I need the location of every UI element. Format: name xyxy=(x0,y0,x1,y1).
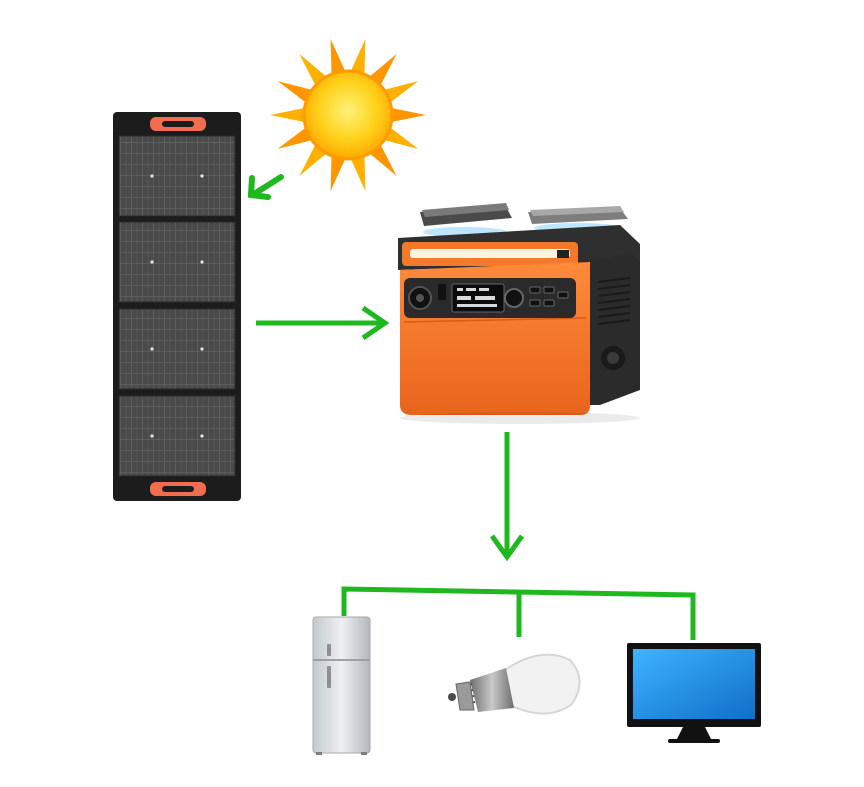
panel-rivet xyxy=(150,434,154,438)
flow-arrow-panel-to-station xyxy=(256,305,390,341)
flow-arrow-sun-to-panel xyxy=(247,174,284,200)
refrigerator-icon xyxy=(312,616,371,755)
solar-cell-section xyxy=(118,308,236,390)
sun-ray xyxy=(277,81,312,103)
vent-slot xyxy=(597,291,631,297)
sun-ray xyxy=(330,38,346,75)
light-bulb-icon xyxy=(448,653,581,715)
vent-slot xyxy=(597,319,631,325)
sun-ray xyxy=(299,54,327,86)
sun-ray xyxy=(299,144,327,176)
panel-rivet xyxy=(150,260,154,264)
panel-rivet xyxy=(200,434,204,438)
sun-ray xyxy=(350,38,366,75)
solar-cell-section xyxy=(118,135,236,217)
sun-ray xyxy=(350,155,366,192)
sun-ray xyxy=(369,54,397,86)
sun-ray xyxy=(384,81,419,103)
vent-slot xyxy=(597,277,631,283)
sun-ray xyxy=(369,144,397,176)
panel-rivet xyxy=(150,347,154,351)
sun-ray xyxy=(391,107,426,123)
portable-power-station-icon xyxy=(398,203,640,424)
solar-cell-section xyxy=(118,221,236,303)
sun-icon xyxy=(270,38,426,192)
vent-slot xyxy=(597,284,631,290)
monitor-icon xyxy=(627,643,761,743)
phone-icon xyxy=(420,203,628,237)
distribution-bus xyxy=(341,586,696,640)
vent-slot xyxy=(597,312,631,318)
solar-panel-icon xyxy=(113,112,241,501)
sun-ray xyxy=(330,155,346,192)
panel-rivet xyxy=(200,174,204,178)
sun-ray xyxy=(270,107,305,123)
sun-ray xyxy=(277,127,312,149)
panel-rivet xyxy=(200,347,204,351)
panel-rivet xyxy=(200,260,204,264)
panel-rivet xyxy=(150,174,154,178)
sun-ray xyxy=(384,127,419,149)
vent-slot xyxy=(597,305,631,311)
flow-arrow-station-to-loads xyxy=(489,432,525,562)
vent-slot xyxy=(597,298,631,304)
solar-cell-section xyxy=(118,395,236,477)
